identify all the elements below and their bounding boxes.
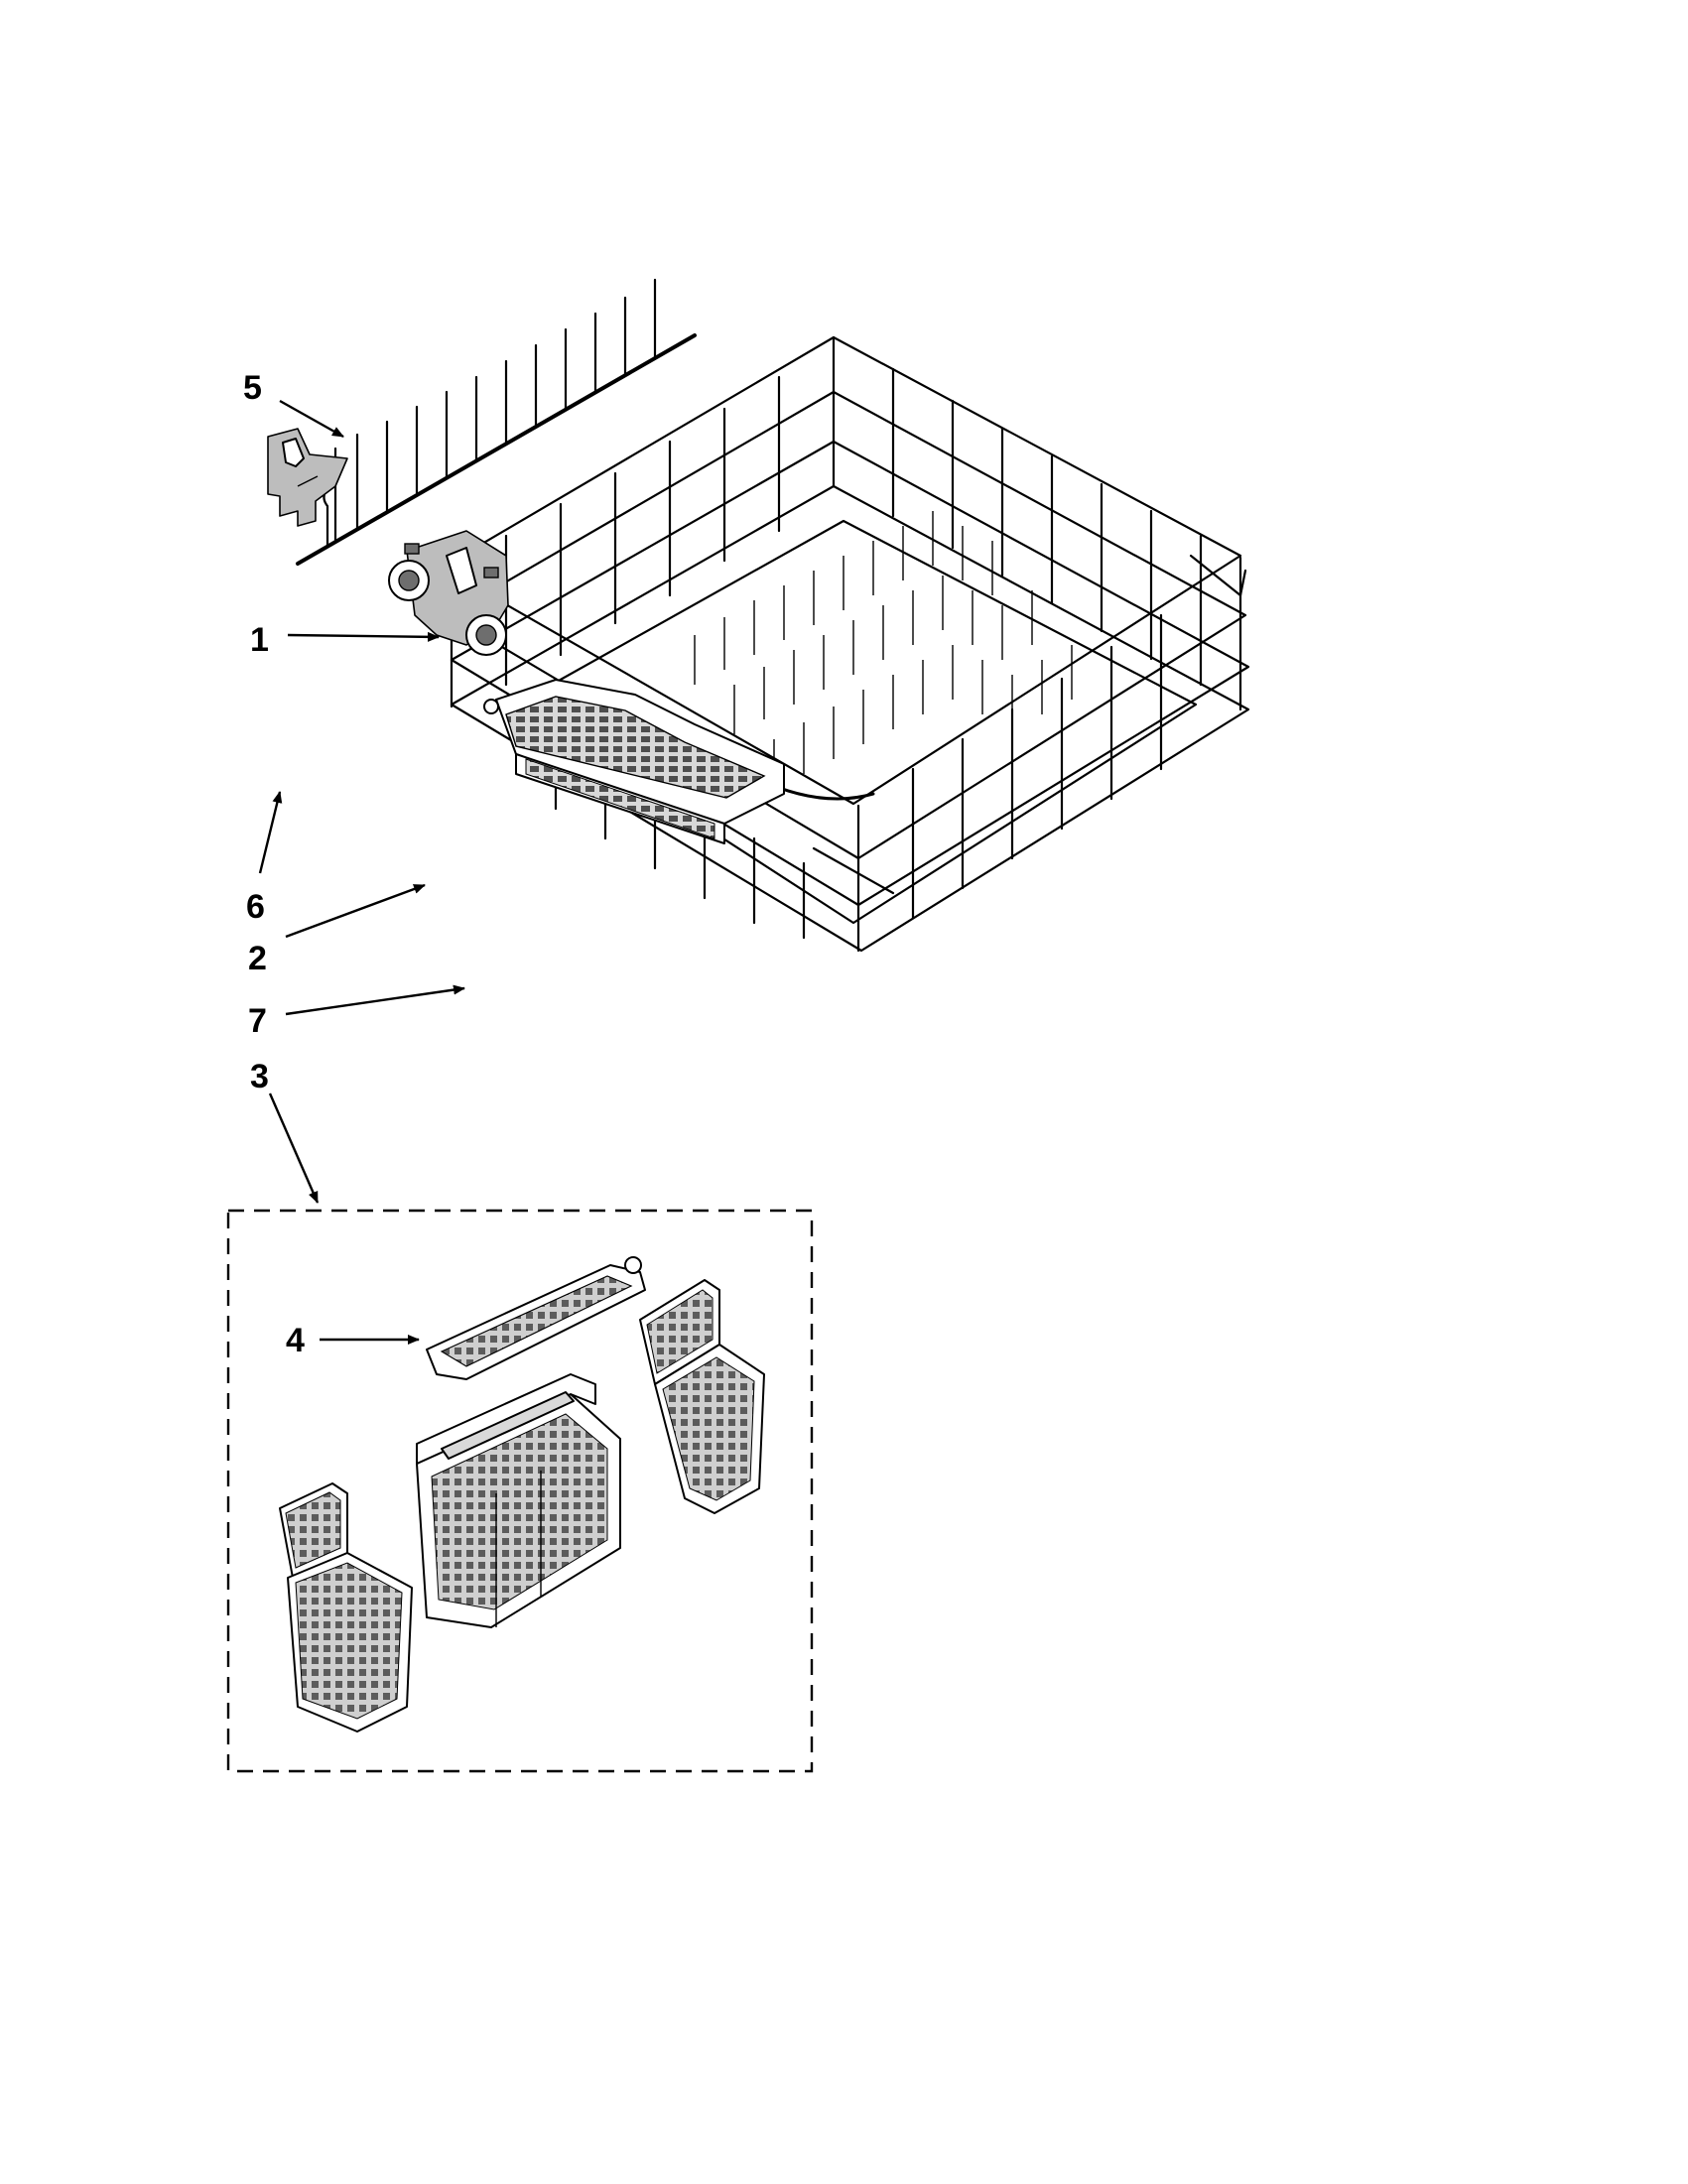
small-basket-right-part: [639, 1279, 765, 1514]
callout-1: 1: [250, 621, 269, 659]
callout-2: 2: [248, 940, 267, 977]
leader-2: [285, 883, 426, 939]
silverware-tray-part: [483, 679, 785, 844]
callout-3: 3: [250, 1058, 269, 1095]
roller-wheel-part: [388, 530, 509, 656]
handle-basket-part: [416, 1373, 621, 1628]
callout-6: 6: [246, 888, 265, 926]
leader-5: [279, 399, 344, 439]
callout-4: 4: [286, 1322, 305, 1359]
basket-lid-part: [426, 1256, 646, 1380]
leader-1: [287, 631, 440, 642]
basket-kit-box: [226, 1209, 814, 1773]
small-basket-left-part: [279, 1482, 413, 1733]
leader-lines: [258, 399, 465, 1345]
leader-3: [268, 1092, 320, 1204]
leader-6: [258, 791, 283, 874]
callout-7: 7: [248, 1002, 267, 1040]
leader-7: [285, 984, 465, 1016]
rack-clip-part: [267, 428, 348, 527]
callout-5: 5: [243, 369, 262, 407]
dish-rack-part: [440, 335, 1250, 953]
tine-row-part: [296, 278, 697, 566]
